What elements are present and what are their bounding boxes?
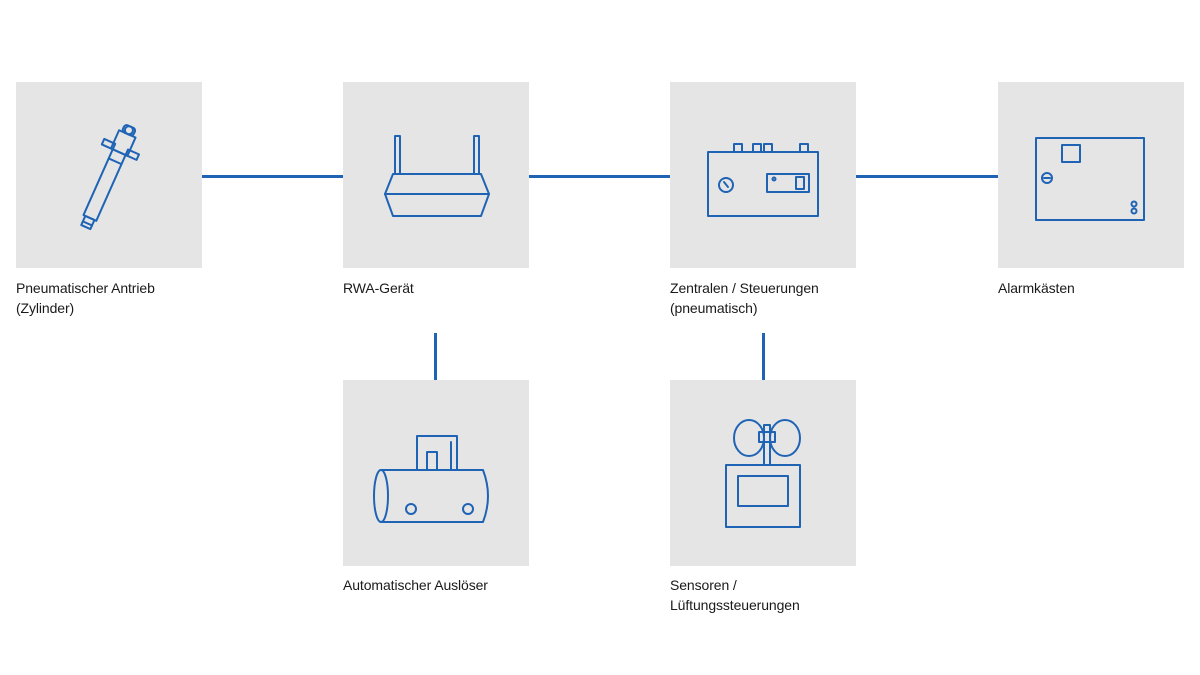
node-rwa-device <box>343 82 529 268</box>
label-rwa-device: RWA-Gerät <box>343 278 543 298</box>
label-automatic-trigger: Automatischer Auslöser <box>343 575 543 595</box>
label-line-1: Alarmkästen <box>998 280 1075 296</box>
node-control-panel <box>670 82 856 268</box>
node-wind-sensor <box>670 380 856 566</box>
label-line-1: RWA-Gerät <box>343 280 414 296</box>
label-line-2: Lüftungssteuerungen <box>670 597 800 613</box>
pneumatic-cylinder-icon <box>80 124 140 231</box>
connector-control-sensor <box>762 333 765 381</box>
rwa-device-icon <box>384 135 490 217</box>
label-alarm-box: Alarmkästen <box>998 278 1198 298</box>
control-panel-icon <box>707 143 819 217</box>
connector-rwa-trigger <box>434 333 437 381</box>
label-line-1: Pneumatischer Antrieb <box>16 280 155 296</box>
connector-control-alarm <box>856 175 998 178</box>
automatic-trigger-icon <box>373 435 489 523</box>
node-automatic-trigger <box>343 380 529 566</box>
wind-sensor-icon <box>725 419 801 528</box>
label-line-2: (Zylinder) <box>16 300 75 316</box>
alarm-box-icon <box>1035 137 1145 221</box>
connector-drive-rwa <box>202 175 344 178</box>
label-line-1: Automatischer Auslöser <box>343 577 488 593</box>
node-alarm-box <box>998 82 1184 268</box>
node-pneumatic-drive <box>16 82 202 268</box>
connector-rwa-control <box>529 175 671 178</box>
label-wind-sensor: Sensoren / Lüftungssteuerungen <box>670 575 870 615</box>
label-line-2: (pneumatisch) <box>670 300 758 316</box>
label-control-panel: Zentralen / Steuerungen (pneumatisch) <box>670 278 870 318</box>
label-line-1: Zentralen / Steuerungen <box>670 280 819 296</box>
label-pneumatic-drive: Pneumatischer Antrieb (Zylinder) <box>16 278 216 318</box>
label-line-1: Sensoren / <box>670 577 737 593</box>
